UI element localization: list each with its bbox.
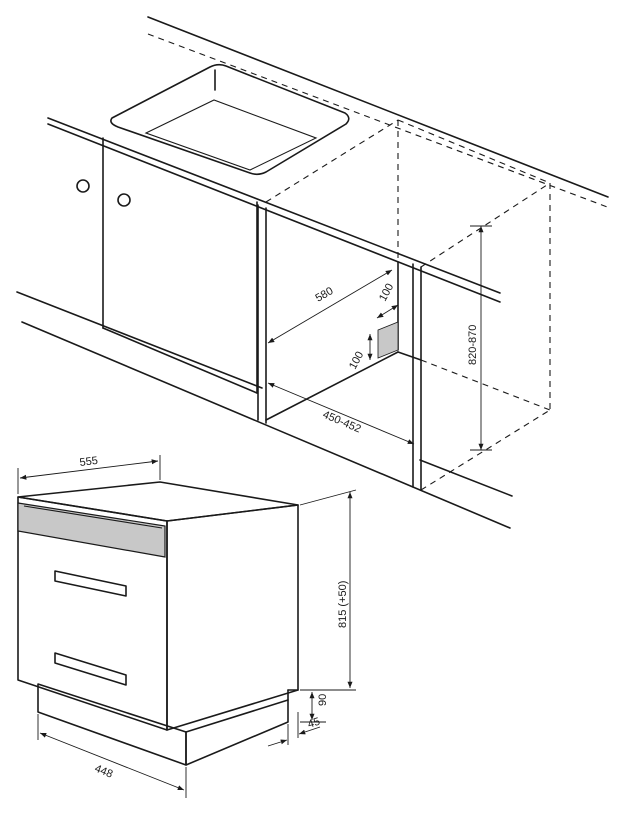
niche-right-panel — [397, 261, 422, 491]
dim-unit-width: 448 — [37, 714, 187, 798]
floor-line — [21, 321, 511, 529]
countertop-scene: 580 100 100 450-452 820-870 — [16, 16, 611, 529]
door-knob — [76, 179, 90, 193]
door-knob — [117, 193, 131, 207]
dim-clearance-side: 100 — [347, 334, 373, 372]
cabinet-left — [76, 137, 258, 394]
control-panel — [17, 502, 166, 558]
wall-dashed-line — [147, 33, 611, 209]
dim-niche-depth: 580 — [267, 269, 393, 344]
unit-plinth-side — [185, 699, 289, 766]
upper-handle — [54, 570, 127, 597]
countertop-front-lower-edge — [47, 123, 501, 303]
clearance-top-label: 100 — [377, 282, 396, 304]
countertop-front-edge — [47, 117, 501, 294]
dim-unit-height: 815 (+50) — [299, 489, 357, 691]
sink — [110, 63, 350, 176]
rear-volume-dashed — [265, 119, 551, 491]
dishwasher-unit: 555 448 815 (+50) 90 45 — [17, 455, 357, 798]
niche-back-bottom — [397, 351, 422, 361]
clearance-side-label: 100 — [347, 350, 366, 372]
niche-depth-label: 580 — [314, 285, 336, 305]
unit-width-label: 448 — [93, 763, 115, 781]
leg-depth-label: 45 — [306, 716, 321, 731]
plinth-line — [16, 291, 263, 389]
countertop-back-edge — [147, 16, 609, 198]
unit-depth-label: 555 — [79, 455, 99, 469]
dim-niche-height: 820-870 — [467, 225, 492, 451]
dim-leg-height: 90 — [300, 692, 329, 723]
niche-height-label: 820-870 — [467, 325, 479, 365]
lower-handle — [54, 652, 127, 686]
unit-height-label: 815 (+50) — [337, 581, 349, 628]
plinth-line-right — [419, 459, 513, 497]
dim-unit-depth: 555 — [17, 455, 161, 494]
niche-width-label: 450-452 — [321, 409, 363, 436]
niche-left-panel — [257, 204, 267, 424]
unit-side — [166, 504, 299, 731]
dim-leg-depth: 45 — [267, 712, 322, 747]
dim-clearance-top: 100 — [376, 282, 399, 319]
clearance-block — [377, 321, 399, 359]
unit-plinth — [37, 683, 187, 766]
leg-height-label: 90 — [317, 694, 329, 706]
